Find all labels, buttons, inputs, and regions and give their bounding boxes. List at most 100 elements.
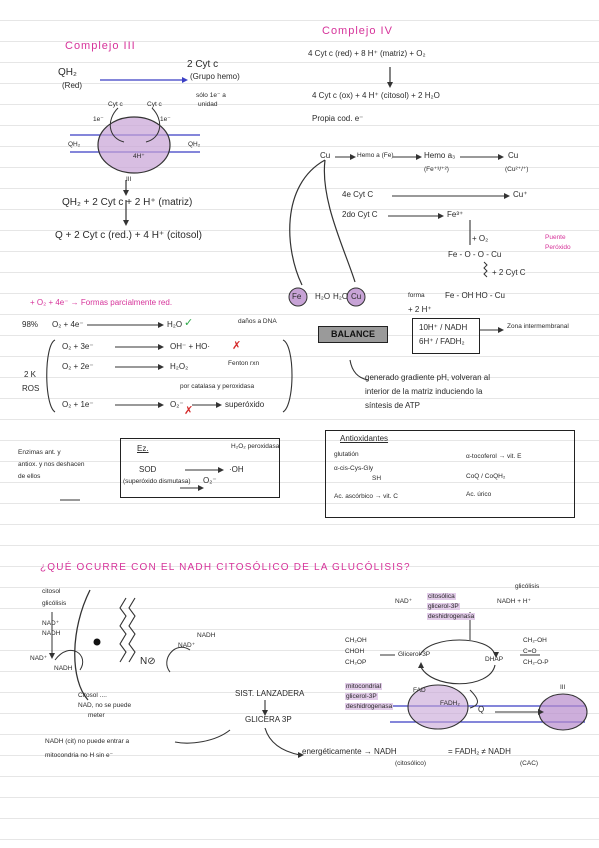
cytc-label: 2 Cyt c — [187, 59, 219, 70]
nadh-h-plus: NADH + H⁺ — [497, 598, 531, 605]
plus-o2: + O₂ — [472, 234, 489, 243]
nadh-3: NADH — [197, 632, 216, 639]
enzyme-box: Ez. H₂O₂ peroxidasa SOD (superóxido dism… — [120, 438, 280, 498]
q-membrane: QH₂ — [188, 141, 201, 148]
cytosolic-nadh-note: NADH (cit) no puede entrar a — [45, 738, 130, 745]
fe-circle-label: Fe — [292, 292, 302, 301]
dhap-label: DHAP — [485, 656, 504, 663]
plus-2h: + 2 H⁺ — [408, 305, 432, 314]
dna-damage: daños a DNA — [238, 318, 277, 325]
mito-g3p: glicerol-3P — [345, 693, 378, 701]
nad-note: NAD, no se puede — [78, 702, 132, 709]
cu-ox-state: (Cu²⁺/⁺) — [505, 166, 529, 173]
complex-iv-title: Complejo IV — [322, 25, 393, 37]
electron-right: 1e⁻ — [160, 116, 171, 123]
fadh2-ratio: 6H⁺ / FADH₂ — [419, 337, 465, 346]
enzyme-h2o2: H₂O₂ peroxidasa — [231, 443, 280, 450]
plus-2-cytc: + 2 Cyt C — [492, 268, 526, 277]
ros-water: H₂O — [167, 320, 183, 329]
balance-box: BALANCE — [318, 326, 388, 343]
cytosolic-enzyme: citosólica — [427, 593, 456, 601]
complex-iii-shape — [97, 116, 171, 174]
g3p-carbon-2: CHOH — [345, 648, 365, 655]
gradient-note-2: interior de la matriz induciendo la — [365, 387, 483, 396]
nadh-1: NADH — [42, 630, 61, 637]
enzymes-note-3: de ellos — [18, 473, 41, 480]
zone-label: Zona intermembranal — [507, 323, 569, 330]
shuttle-upper-arc — [419, 639, 496, 656]
eq-complex-iv-1: 4 Cyt c (red) + 8 H⁺ (matriz) + O₂ — [308, 49, 426, 58]
balance-ratio-box: 10H⁺ / NADH 6H⁺ / FADH₂ — [412, 318, 480, 354]
meter-note: meter — [88, 712, 105, 719]
gradient-note-3: síntesis de ATP — [365, 401, 420, 410]
mito-entry-note: mitocondria no H sin e⁻ — [45, 752, 114, 759]
antioxidants-title: Antioxidantes — [340, 434, 389, 443]
gradient-note-1: generado gradiente pH, volveran al — [365, 373, 490, 382]
glycolysis-label: glicólisis — [42, 600, 67, 607]
electron-note: Propia cod. e⁻ — [312, 114, 364, 123]
antiox-coq: CoQ / CoQH₂ — [466, 473, 506, 480]
qh2-label: QH₂ — [58, 67, 77, 78]
antiox-uric: Ac. úrico — [466, 491, 492, 498]
fenton-label: Fenton rxn — [228, 360, 260, 367]
ros-2k: 2 K — [24, 370, 37, 379]
hemo-a: Hemo a (Fe) — [357, 152, 394, 159]
g3p-cycle-label: Glicerol-3P — [398, 651, 431, 658]
cytc-left: Cyt c — [108, 101, 123, 108]
cytosolic-dh: deshidrogenasa — [427, 613, 476, 621]
bridge-label: Puente — [545, 234, 566, 241]
ros-o2-1e: O₂ + 1e⁻ — [62, 400, 94, 409]
energetic-note: energéticamente → NADH — [302, 747, 397, 756]
catalase-label: por catalasa y peroxidasa — [180, 383, 255, 390]
dhap-carbon-3: CH₂-O-P — [523, 659, 549, 666]
mito-enzyme: mitocondrial — [345, 683, 383, 691]
electron-path-curve — [289, 159, 326, 286]
fad-enzyme-shape — [407, 684, 469, 730]
complex-iii-label-2: III — [560, 684, 566, 691]
antioxidants-box: Antioxidantes glutatión α-cis-Cys-Gly SH… — [325, 430, 575, 518]
fe-3plus: Fe³⁺ — [447, 210, 464, 219]
fe-oh-ho-cu: Fe - OH HO - Cu — [445, 291, 506, 300]
balance-label: BALANCE — [331, 329, 375, 339]
nadh-ratio: 10H⁺ / NADH — [419, 323, 468, 332]
cu-circle — [346, 287, 366, 307]
eq-complex-iii-1: QH₂ + 2 Cyt c + 2 H⁺ (matriz) — [62, 197, 193, 208]
ros-label: ROS — [22, 384, 40, 393]
qh2-membrane: QH₂ — [68, 141, 81, 148]
antiox-glutathione: glutatión — [334, 451, 359, 458]
complex-iii-title: Complejo III — [65, 40, 136, 52]
water-2: H₂O — [333, 292, 349, 301]
superoxide-word: superóxido — [225, 400, 265, 409]
nad-plus-2: NAD⁺ — [30, 655, 48, 662]
ros-hydroxyl: OH⁻ + HO· — [170, 342, 211, 351]
antiox-sh: SH — [372, 475, 382, 482]
mito-dh: deshidrogenasa — [345, 703, 394, 711]
cytc-sub: (Grupo hemo) — [190, 72, 240, 81]
shuttle-question: ¿QUÉ OCURRE CON EL NADH CITOSÓLICO DE LA… — [40, 562, 411, 573]
ros-o2-3e: O₂ + 3e⁻ — [62, 342, 94, 351]
electron-left: 1e⁻ — [93, 116, 104, 123]
sod-hydroxyl: ·OH — [229, 465, 244, 474]
ros-superoxide: O₂⁻ — [170, 400, 184, 409]
peroxide-label: Peróxido — [545, 244, 571, 251]
sod-superoxide: O₂⁻ — [203, 476, 217, 485]
dhap-carbon-2: C=O — [523, 648, 537, 655]
ros-o2-4e: O₂ + 4e⁻ — [52, 320, 84, 329]
qh2-red-label: (Red) — [62, 81, 83, 90]
g3p-carbon-3: CH₂OP — [345, 659, 367, 666]
citosol-label: citosol — [42, 588, 61, 595]
eq-complex-iv-2: 4 Cyt c (ox) + 4 H⁺ (citosol) + 2 H₂O — [312, 91, 440, 100]
protons-label: 4H⁺ — [133, 153, 145, 160]
equivalence-note: = FADH₂ ≠ NADH — [448, 747, 511, 756]
cu-end: Cu — [508, 151, 519, 160]
antiox-ascorbic: Ac. ascórbico → vit. C — [334, 493, 398, 500]
peroxide-chain: Fe - O - O - Cu — [448, 250, 502, 259]
complex-iii-bottom — [538, 693, 588, 731]
q-label: Q — [478, 705, 485, 714]
citosol-note: Citosol .... — [78, 692, 107, 699]
cu-circle-label: Cu — [351, 292, 362, 301]
cytosolic-g3p: glicerol-3P — [427, 603, 460, 611]
enzyme-box-title: Ez. — [137, 444, 149, 453]
nad-plus-4: NAD⁺ — [395, 598, 413, 605]
cross-icon: ✗ — [232, 340, 242, 352]
